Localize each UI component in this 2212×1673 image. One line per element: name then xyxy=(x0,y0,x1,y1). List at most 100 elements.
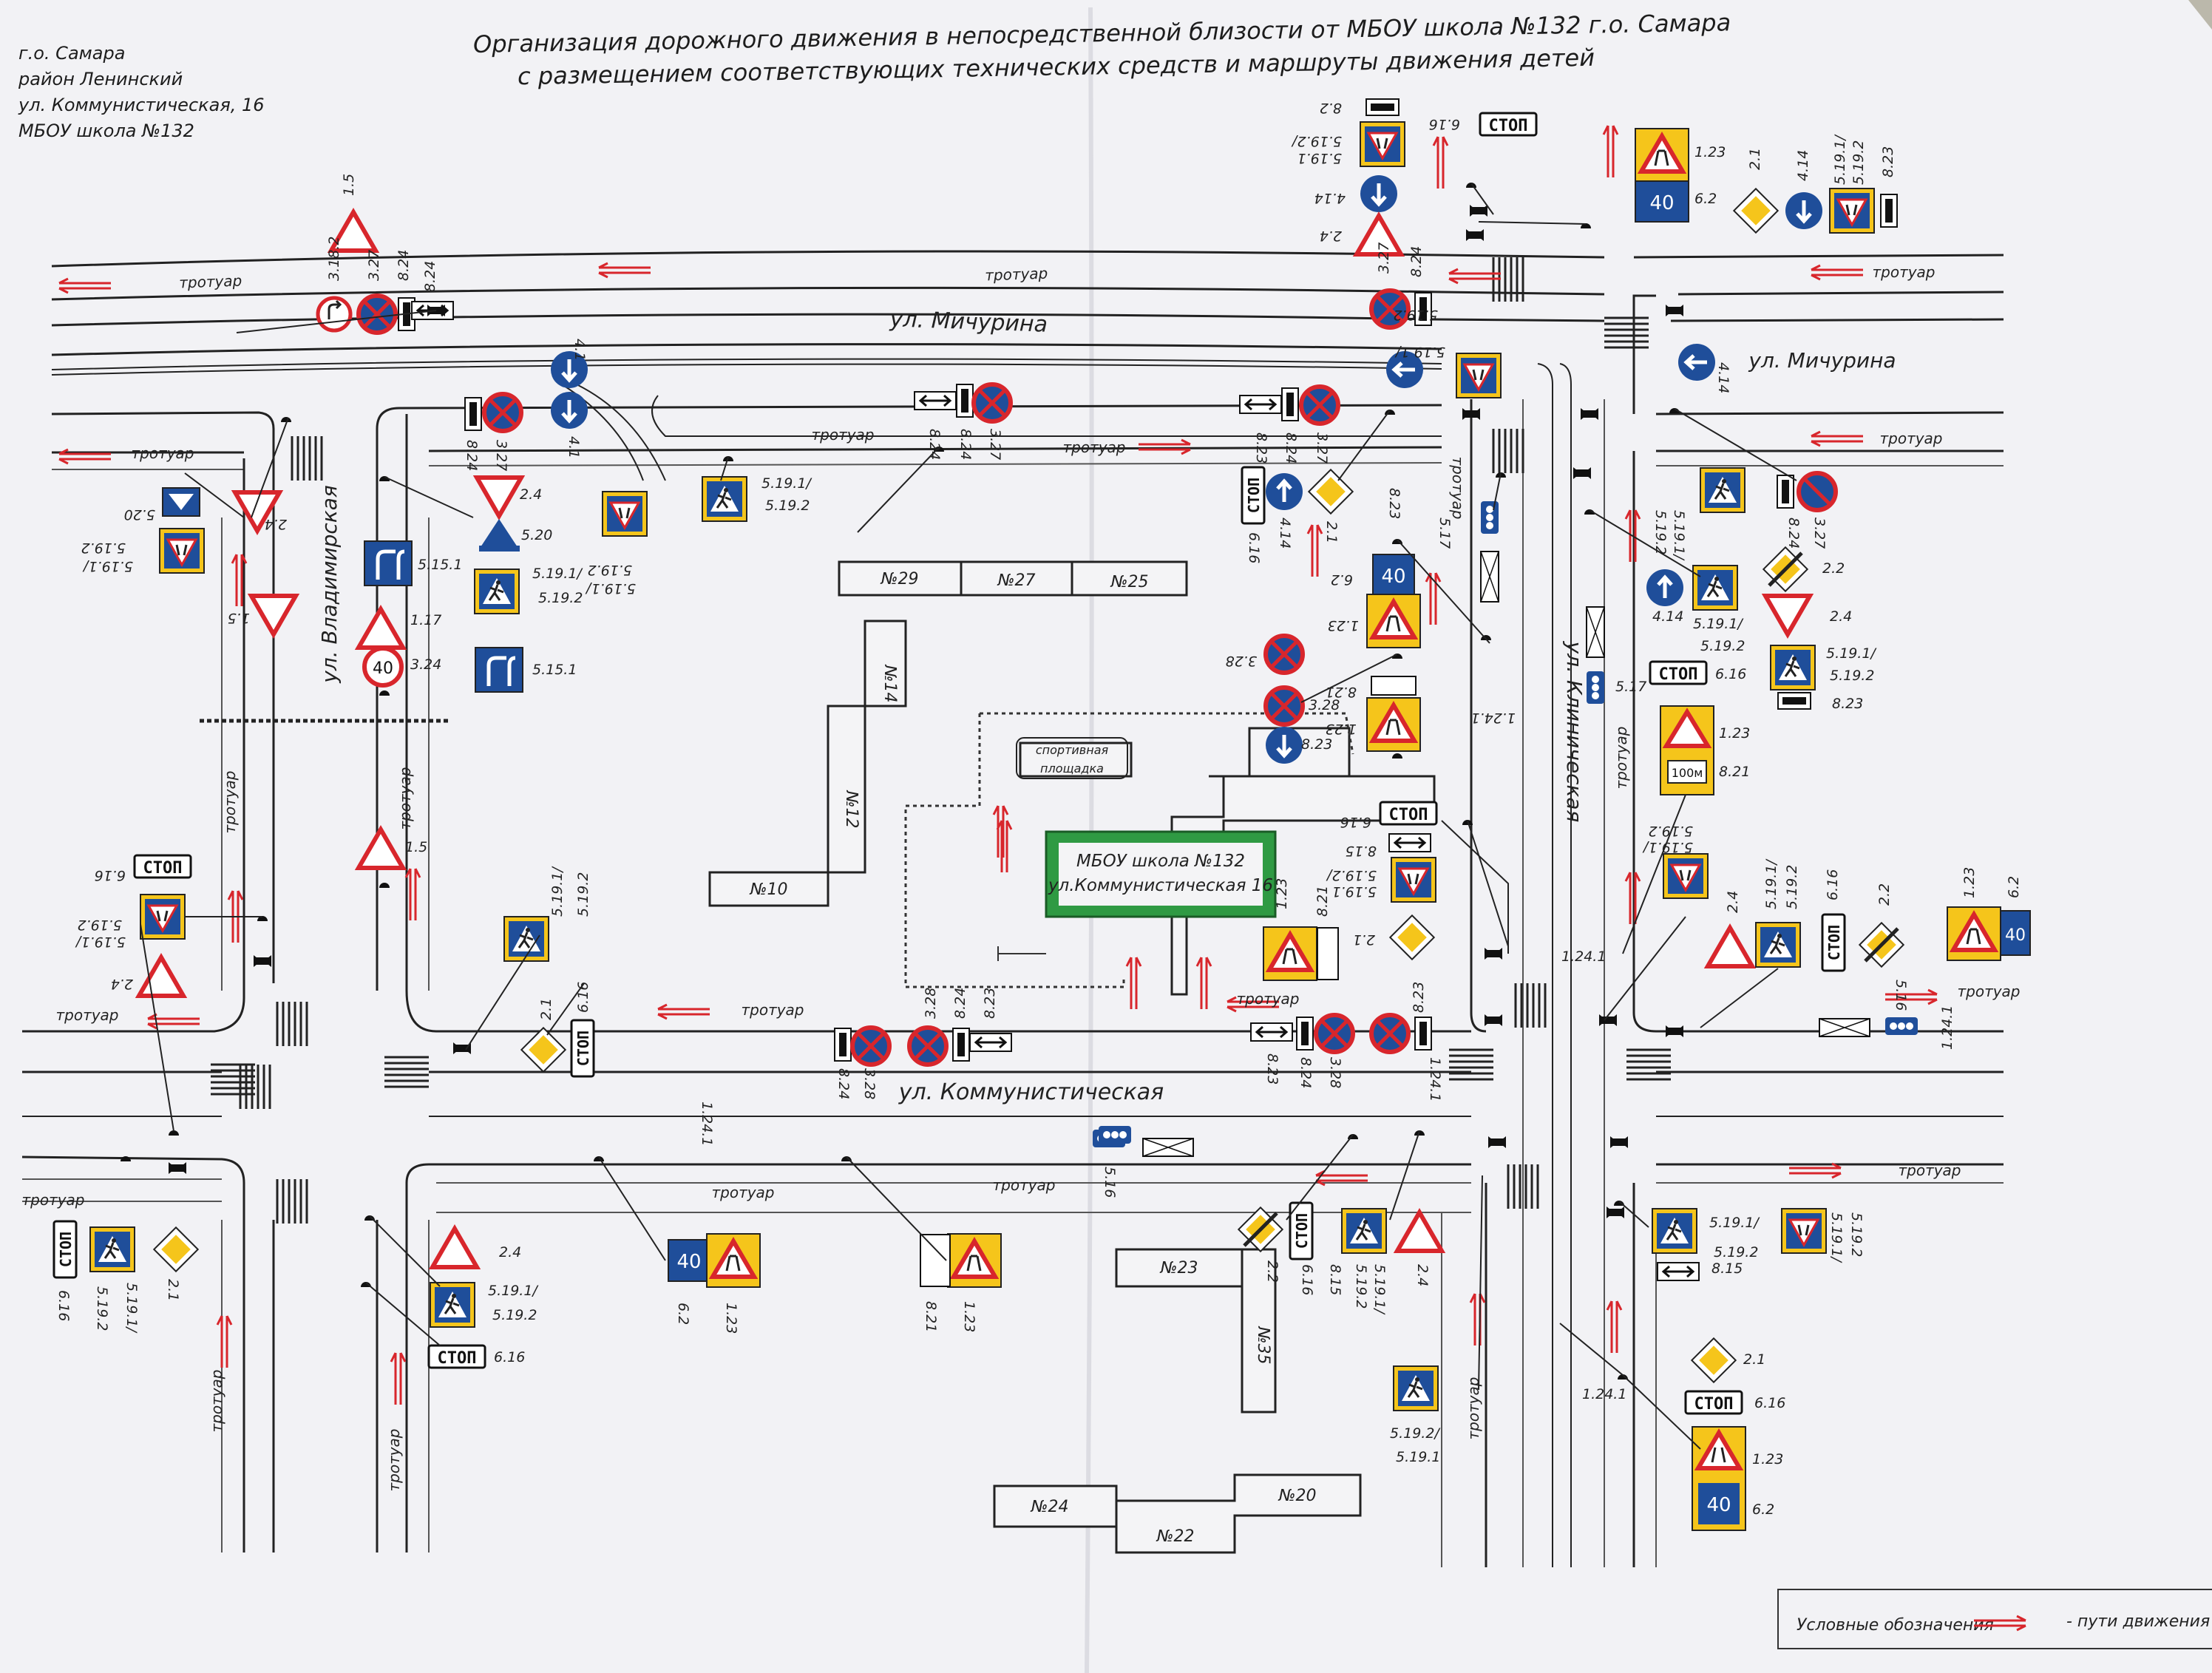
address-street: ул. Коммунистическая, 16 xyxy=(18,95,265,115)
label-5-19-1: 5.19.1 xyxy=(1396,1449,1440,1465)
label-6-2: 6.2 xyxy=(1752,1501,1774,1518)
label-1-23: 1.23 xyxy=(1694,144,1726,160)
sidewalk-label: тротуар xyxy=(1879,430,1942,447)
street-kommunisticheskaya: ул. Коммунистическая xyxy=(898,1079,1164,1105)
building-27: №27 xyxy=(997,571,1036,590)
label-5-19-2: 5.19.2 xyxy=(1714,1244,1758,1260)
label-5-19-2: 5.19.2 xyxy=(1700,638,1745,654)
label-5-16: 5.16 xyxy=(1893,980,1909,1011)
label-6-16: 6.16 xyxy=(1754,1395,1785,1411)
label-1-24-1: 1.24.1 xyxy=(1939,1005,1955,1050)
building-22: №22 xyxy=(1156,1527,1195,1546)
label-8-24: 8.24 xyxy=(835,1068,852,1099)
legend-label: Условные обозначения xyxy=(1797,1616,1994,1635)
label-1-5: 1.5 xyxy=(341,174,357,196)
sidewalk-label: тротуар xyxy=(992,1176,1055,1194)
label-5-19-1: 5.19.1/ xyxy=(488,1283,539,1299)
street-michurina-right: ул. Мичурина xyxy=(1748,348,1896,373)
label-6-16: 6.16 xyxy=(1340,814,1371,830)
label-5-19-2: 5.19.2 xyxy=(1830,668,1874,684)
label-2-2: 2.2 xyxy=(1264,1260,1280,1283)
street-klinicheskaya: ул. Клиническая xyxy=(1562,641,1587,823)
sidewalk-label: тротуар xyxy=(811,426,874,444)
building-24: №24 xyxy=(1031,1498,1069,1516)
sidewalk-label: тротуар xyxy=(1236,990,1299,1008)
svg-text:40: 40 xyxy=(373,659,393,678)
sidewalk-label: тротуар xyxy=(1612,726,1630,789)
label-5-19-1: 5.19.1/ xyxy=(549,866,566,917)
label-5-19-1: 5.19.1/ xyxy=(1763,858,1780,909)
label-5-19-1: 5.19.1 xyxy=(1332,883,1377,900)
buildings xyxy=(708,560,1436,1554)
label-5-19-1: 5.19.1/ xyxy=(82,558,133,574)
label-1-23: 1.23 xyxy=(1326,721,1357,737)
label-8-24: 8.24 xyxy=(1785,517,1802,549)
label-1-24-1: 1.24.1 xyxy=(699,1102,715,1146)
label-3-28: 3.28 xyxy=(923,988,939,1019)
label-2-1: 2.1 xyxy=(1743,1351,1765,1368)
sidewalk-label: тротуар xyxy=(208,1369,225,1432)
address-district: район Ленинский xyxy=(18,69,183,89)
label-4-1: 4.1 xyxy=(571,339,588,361)
building-29: №29 xyxy=(881,570,919,588)
sidewalk-label: тротуар xyxy=(741,1001,804,1019)
label-8-21: 8.21 xyxy=(1719,764,1750,780)
label-2-1: 2.1 xyxy=(1353,931,1375,948)
label-5-19-2: 5.19.2 xyxy=(538,590,583,606)
label-5-19-2: 5.19.2 xyxy=(765,498,810,514)
label-5-17: 5.17 xyxy=(1615,679,1646,695)
sidewalk-label: тротуар xyxy=(1872,263,1935,281)
label-5-19-2: 5.19.2/ xyxy=(1326,867,1377,883)
label-6-16: 6.16 xyxy=(575,982,591,1013)
label-5-19-1: 5.19.1/ xyxy=(1394,344,1445,360)
label-6-2: 6.2 xyxy=(2006,876,2022,898)
sidewalk-label: тротуар xyxy=(385,1428,403,1491)
label-3-27: 3.27 xyxy=(1376,242,1392,274)
label-8-24: 8.24 xyxy=(1283,432,1299,464)
label-2-1: 2.1 xyxy=(165,1279,181,1301)
label-2-4: 2.4 xyxy=(499,1244,521,1260)
label-8-15: 8.15 xyxy=(1327,1264,1343,1295)
label-6-16: 6.16 xyxy=(55,1290,72,1321)
label-2-1: 2.1 xyxy=(538,998,554,1020)
label-5-15-1: 5.15.1 xyxy=(418,557,462,573)
svg-text:40: 40 xyxy=(2005,926,2026,945)
sidewalk-label: тротуар xyxy=(1465,1377,1482,1439)
label-5-19-1: 5.19.1/ xyxy=(1642,839,1693,855)
label-5-19-2: 5.19.2 xyxy=(492,1307,537,1323)
label-8-21: 8.21 xyxy=(1326,684,1357,700)
label-8-24: 8.24 xyxy=(1408,246,1425,277)
label-4-14: 4.14 xyxy=(1652,608,1683,625)
label-8-21: 8.21 xyxy=(923,1301,939,1332)
label-5-19-2: 5.19.2 xyxy=(81,540,126,556)
label-8-24: 8.24 xyxy=(1297,1057,1314,1088)
label-8-23: 8.23 xyxy=(1832,696,1863,712)
label-1-23: 1.23 xyxy=(961,1301,977,1332)
label-8-21: 8.21 xyxy=(1314,886,1331,917)
label-8-15: 8.15 xyxy=(1346,843,1377,859)
label-6-2: 6.2 xyxy=(675,1303,691,1325)
label-1-5: 1.5 xyxy=(228,610,250,626)
street-michurina: ул. Мичурина xyxy=(889,306,1048,337)
label-5-19-2: 5.19.2 xyxy=(94,1286,110,1331)
school-fence xyxy=(904,713,1125,988)
label-5-19-1: 5.19.1/ xyxy=(1371,1264,1388,1315)
sidewalk-label: тротуар xyxy=(1957,983,2020,1000)
label-8-23: 8.23 xyxy=(982,988,998,1019)
label-5-19-2: 5.19.2 xyxy=(1848,1212,1865,1257)
legend-route-description: - пути движения де xyxy=(2066,1612,2212,1631)
label-5-16: 5.16 xyxy=(1102,1167,1118,1198)
label-5-19-1: 5.19.1/ xyxy=(1826,645,1877,662)
label-5-19-2: 5.19.2 xyxy=(575,872,591,917)
label-6-16: 6.16 xyxy=(1715,666,1746,682)
label-5-19-2: 5.19.2 xyxy=(1850,140,1867,185)
label-1-24-1: 1.24.1 xyxy=(1427,1057,1443,1102)
address-school: МБОУ школа №132 xyxy=(18,121,194,141)
sports-ground-line2: площадка xyxy=(1040,761,1104,776)
label-8-2: 8.2 xyxy=(1320,100,1342,116)
label-6-16: 6.16 xyxy=(1429,116,1460,132)
label-5-19-2: 5.19.2 xyxy=(1652,510,1669,554)
label-5-19-1: 5.19.1/ xyxy=(761,475,812,492)
label-3-27: 3.27 xyxy=(987,429,1003,460)
